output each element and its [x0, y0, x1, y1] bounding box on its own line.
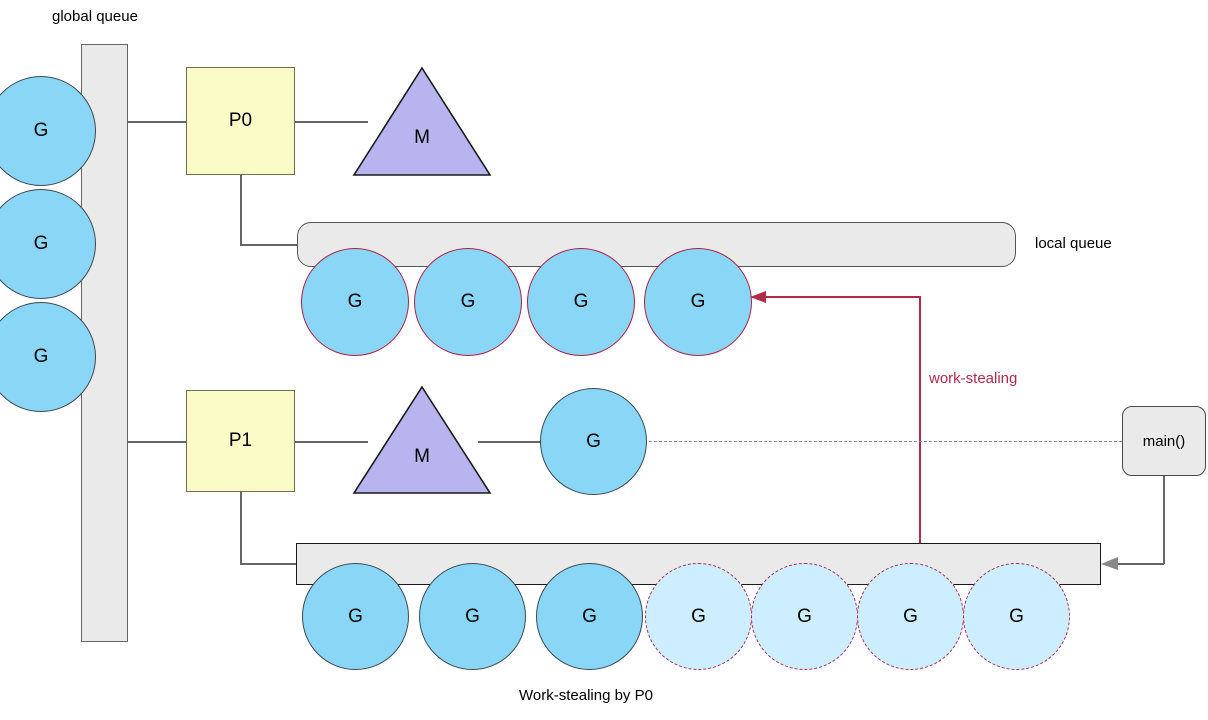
local-queue-p0-goroutine-3[interactable] [527, 248, 635, 356]
local-queue-p1-goroutine-3[interactable] [536, 563, 643, 670]
machine-p0-label: M [414, 127, 430, 148]
connector-machine-to-goroutine [478, 441, 540, 443]
connector-main-to-bottomqueue [1113, 563, 1164, 565]
global-queue-label: global queue [52, 8, 138, 25]
global-queue-goroutine-2[interactable] [0, 189, 96, 299]
machine-triangle-p1[interactable] [352, 385, 492, 494]
dashed-link-goroutine-to-main [649, 441, 1122, 442]
connector-p1-to-machine [295, 441, 368, 443]
work-stealing-label: work-stealing [929, 370, 1018, 387]
local-queue-p1-goroutine-1[interactable] [302, 563, 409, 670]
connector-p1-down [240, 492, 242, 564]
running-goroutine-p1[interactable] [540, 388, 647, 495]
local-queue-label: local queue [1035, 235, 1112, 252]
connector-main-down [1163, 476, 1165, 564]
local-queue-p0-goroutine-4[interactable] [644, 248, 752, 356]
local-queue-p1-goroutine-6[interactable] [857, 563, 964, 670]
local-queue-p1-goroutine-2[interactable] [419, 563, 526, 670]
processor-p0-box[interactable] [186, 67, 295, 175]
connector-p0-to-machine [295, 121, 368, 123]
local-queue-p1-goroutine-7[interactable] [963, 563, 1070, 670]
connector-globalqueue-to-p0 [127, 121, 187, 123]
machine-triangle-p0[interactable] [352, 66, 492, 176]
local-queue-p0-rect [297, 222, 1016, 267]
local-queue-p0-goroutine-2[interactable] [414, 248, 522, 356]
connector-p1-to-bottomqueue [240, 563, 298, 565]
global-queue-goroutine-3[interactable] [0, 302, 96, 412]
local-queue-p0-goroutine-1[interactable] [301, 248, 409, 356]
global-queue-goroutine-1[interactable] [0, 76, 96, 186]
work-stealing-arrow-horizontal [760, 296, 920, 298]
connector-globalqueue-to-p1 [127, 441, 187, 443]
connector-p0-down [240, 175, 242, 245]
machine-p1-label: M [414, 446, 430, 467]
local-queue-p1-goroutine-4[interactable] [645, 563, 752, 670]
main-entry-box[interactable]: main() [1122, 406, 1206, 476]
connector-p0-to-localqueue [240, 244, 298, 246]
work-stealing-arrow-vertical [919, 296, 921, 566]
diagram-caption: Work-stealing by P0 [519, 687, 653, 704]
processor-p1-box[interactable] [186, 390, 295, 492]
local-queue-p1-goroutine-5[interactable] [751, 563, 858, 670]
